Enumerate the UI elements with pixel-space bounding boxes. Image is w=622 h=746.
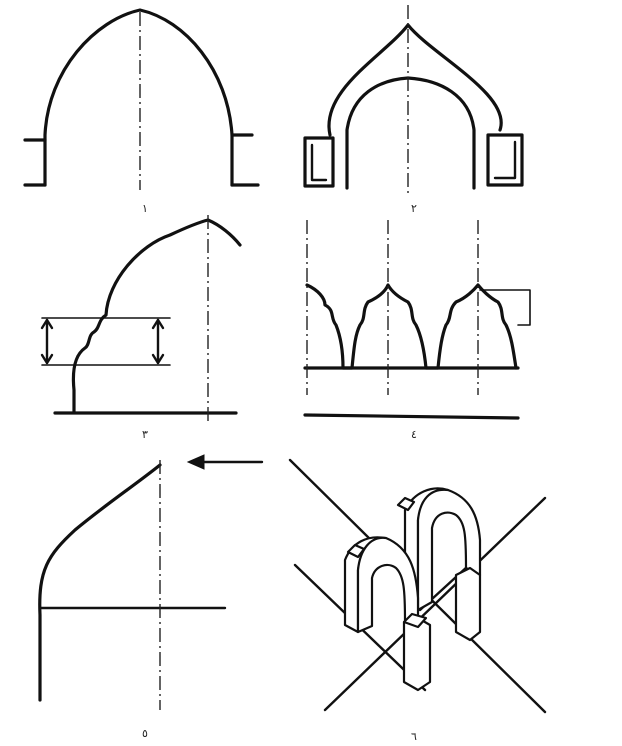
panel-6-back-arch-right-pier bbox=[454, 566, 482, 642]
panel-2-left-pier-inner bbox=[310, 143, 328, 182]
panel-1-pointed-arch: ١ bbox=[23, 8, 260, 215]
panel-4-dimension-bracket bbox=[479, 289, 531, 326]
panel-2-right-pier bbox=[486, 133, 524, 187]
panel-6-back-arch-front bbox=[416, 488, 482, 612]
panel-3-arch-profile bbox=[71, 218, 242, 414]
panel-1-arch-curve bbox=[43, 8, 234, 187]
panel-2-left-pier bbox=[303, 136, 335, 188]
panel-5-label: ٥ bbox=[142, 727, 148, 740]
panel-5-arrow-head bbox=[186, 454, 205, 470]
panel-3-label: ٣ bbox=[142, 428, 148, 441]
panel-6-diagonal-3 bbox=[323, 496, 547, 712]
panel-6-front-arch-pier-cap bbox=[402, 612, 428, 629]
panel-4-arcade: ٤ bbox=[303, 220, 531, 441]
panel-4-arcade-profile bbox=[305, 283, 518, 370]
panel-4-label: ٤ bbox=[411, 428, 417, 441]
panel-6-front-arch bbox=[343, 536, 432, 692]
panel-3-dimension-left-arrow-down bbox=[40, 353, 54, 365]
panel-3-half-arch: ٣ bbox=[40, 215, 242, 441]
panel-3-dimension-right-arrow-down bbox=[151, 353, 165, 365]
panel-6-front-arch-top-block bbox=[346, 543, 366, 559]
panel-1-label: ١ bbox=[142, 202, 148, 215]
panel-6-front-arch-right-pier bbox=[402, 616, 432, 692]
panel-5-curve bbox=[38, 463, 162, 702]
panel-2-ogee-arch: ٢ bbox=[303, 5, 524, 215]
panel-2-inner-curve bbox=[345, 76, 476, 190]
panel-2-right-pier-inner bbox=[493, 140, 517, 180]
panel-6-isometric-arches: ٦ bbox=[288, 458, 547, 743]
panel-3-dimension-right-arrow-up bbox=[151, 318, 165, 330]
panel-2-label: ٢ bbox=[411, 202, 417, 215]
panel-6-back-arch-top-block bbox=[396, 496, 416, 512]
panel-4-ground-line bbox=[303, 413, 520, 420]
panel-5-quarter-curve: ٥ bbox=[38, 454, 264, 740]
panel-3-dimension-left-arrow-up bbox=[40, 318, 54, 330]
panel-6-label: ٦ bbox=[411, 730, 417, 743]
